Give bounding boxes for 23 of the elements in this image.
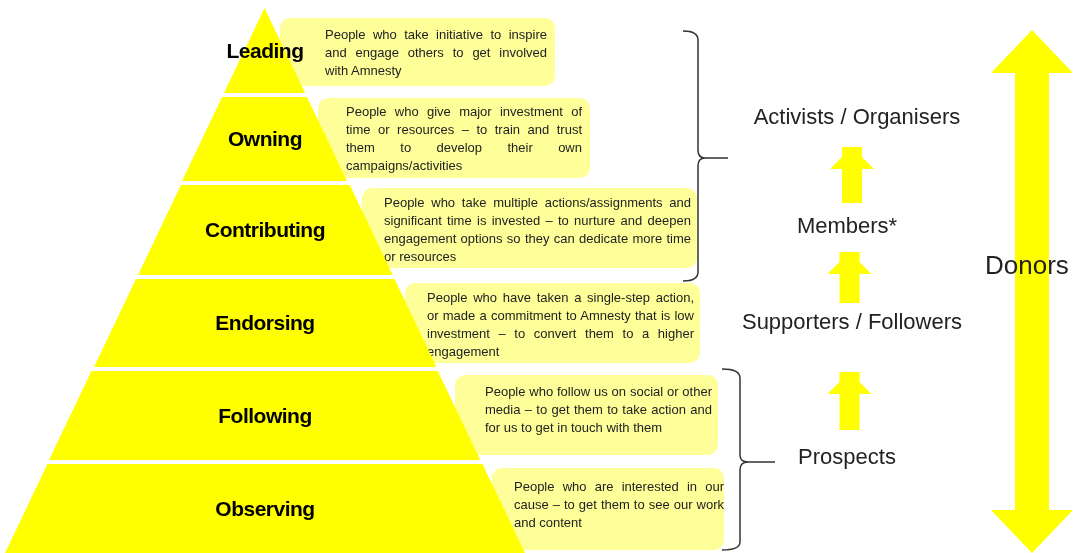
description-box	[455, 375, 718, 455]
layer-label: Endorsing	[215, 310, 315, 337]
stage-label: Members*	[796, 213, 898, 240]
layer-label: Owning	[228, 126, 302, 153]
description-text: People who give major investment of time or resources – to train and trust them to develop their own campaigns/activities	[346, 103, 582, 175]
description-text: People who are interested in our cause – to get them to see our work and content	[514, 478, 724, 532]
description-text: People who take initiative to inspire and engage others to get involved with Amnesty	[325, 26, 547, 80]
block-arrow	[830, 147, 874, 203]
description-box	[492, 468, 724, 550]
layer-label: Contributing	[205, 217, 325, 244]
description-box	[405, 283, 700, 363]
stage-label: Prospects	[798, 444, 896, 471]
block-arrow	[827, 252, 872, 303]
description-text: People who take multiple actions/assignments and significant time is invested – to nurture and deepen engagement options so they can dedicate more time or resources	[384, 194, 691, 266]
description-box	[318, 98, 590, 178]
layer-label: Following	[218, 402, 312, 429]
description-text: People who have taken a single-step action, or made a commitment to Amnesty that is low investment – to convert them to a higher engagement	[427, 289, 694, 361]
stage-label: Activists / Organisers	[753, 104, 961, 131]
block-arrow	[827, 372, 872, 430]
description-text: People who follow us on social or other media – to get them to take action and for us to get in touch with them	[485, 383, 712, 437]
description-box	[362, 188, 697, 268]
stage-label: Supporters / Followers	[741, 309, 963, 336]
layer-label: Observing	[215, 495, 315, 522]
